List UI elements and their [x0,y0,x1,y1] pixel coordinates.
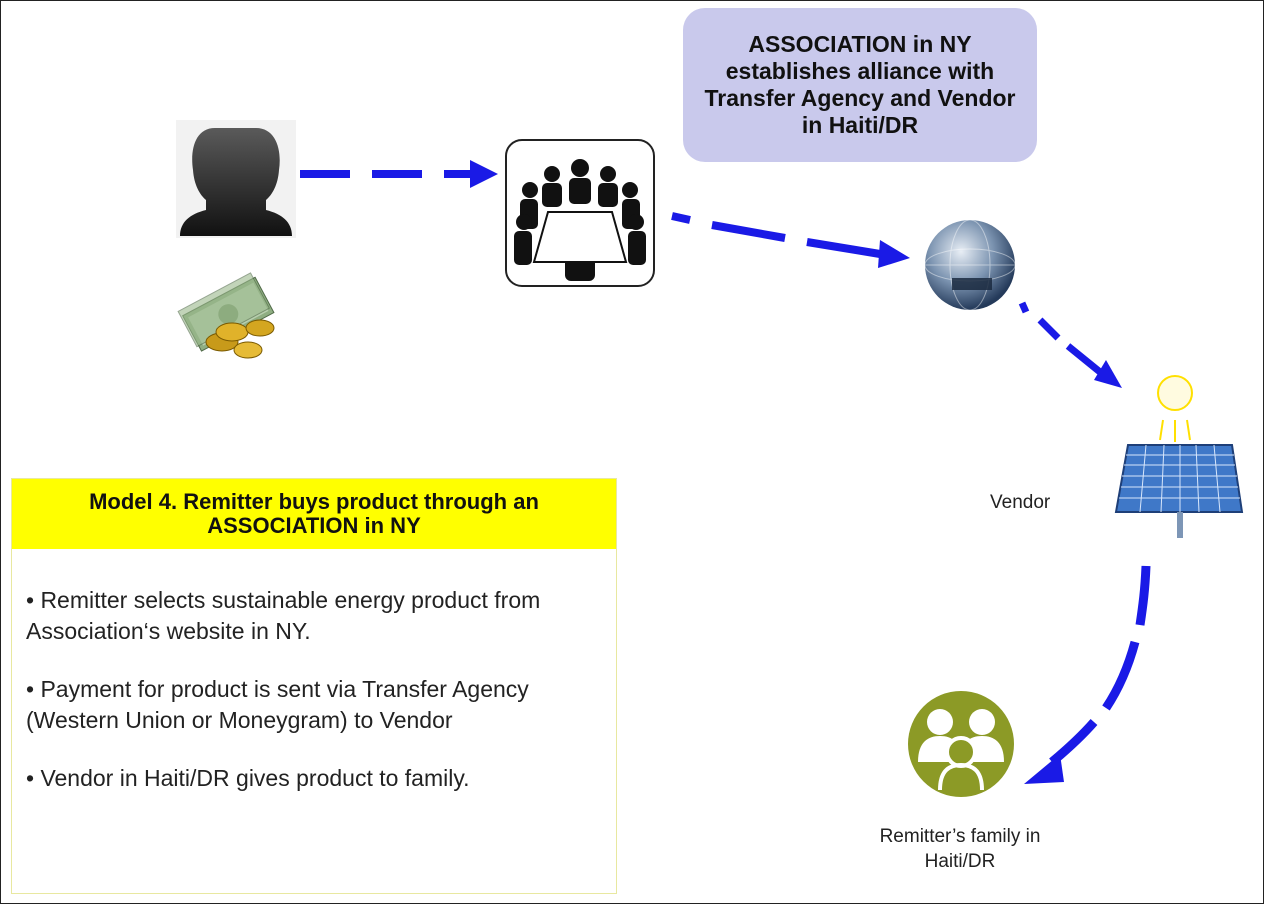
vendor-label: Vendor [990,492,1051,513]
bullet-item: • Remitter selects sustainable energy pr… [26,587,541,644]
globe-transfer-icon [924,219,1016,311]
solar-panel-icon [1114,444,1244,538]
remitter-person-icon [176,120,296,238]
association-alliance-callout: ASSOCIATION in NY establishes alliance w… [683,8,1037,162]
arrow-vendor-to-family [1024,565,1151,784]
bullet-list: • Remitter selects sustainable energy pr… [12,549,616,794]
sun-icon [1157,375,1193,442]
model-title: Model 4. Remitter buys product through a… [12,479,616,549]
bullet-item: • Payment for product is sent via Transf… [26,676,529,733]
family-icon [908,691,1014,797]
money-icon [177,272,275,352]
callout-text: ASSOCIATION in NY establishes alliance w… [704,31,1016,138]
arrow-remitter-to-association [300,160,498,188]
model-description-box: Model 4. Remitter buys product through a… [11,478,617,894]
coins-icon [205,319,275,359]
meeting-association-icon [505,139,655,287]
arrow-globe-to-vendor [1018,301,1122,388]
arrow-association-to-globe [671,212,910,268]
bullet-item: • Vendor in Haiti/DR gives product to fa… [26,765,470,791]
family-label: Remitter’s family in Haiti/DR [879,826,1041,872]
